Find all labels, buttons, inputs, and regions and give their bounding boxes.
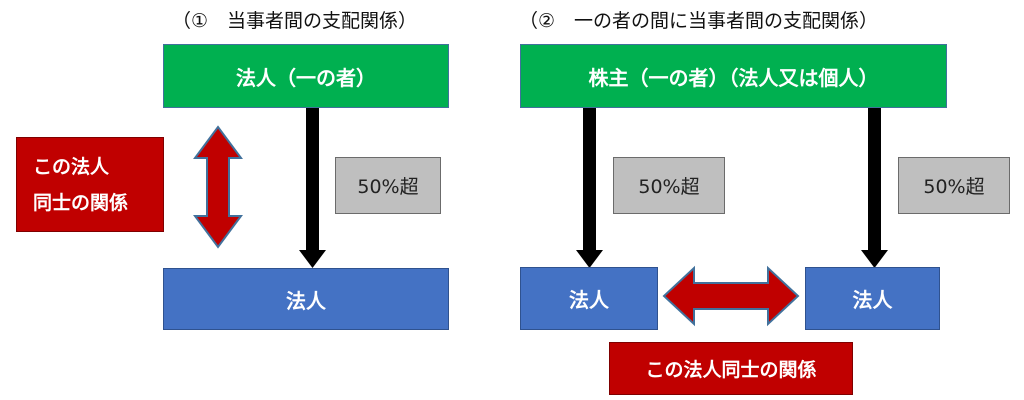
left-relation-line1: この法人 <box>33 155 110 178</box>
right-double-arrow-icon <box>662 265 800 327</box>
right-relation-box: この法人同士の関係 <box>609 342 853 395</box>
left-double-arrow-icon <box>193 125 243 249</box>
left-top-entity-box: 法人（一の者） <box>163 44 449 108</box>
right-bottom-right-entity-box: 法人 <box>805 267 940 330</box>
right-left-percentage-label: 50%超 <box>613 157 725 214</box>
left-relation-line2: 同士の関係 <box>33 191 129 214</box>
right-diagram-title: （② 一の者の間に当事者間の支配関係） <box>519 10 879 32</box>
left-bottom-entity-box: 法人 <box>163 268 449 330</box>
right-left-down-arrow <box>576 108 603 268</box>
right-bottom-left-entity-box: 法人 <box>520 267 658 330</box>
left-percentage-label: 50%超 <box>335 157 441 214</box>
left-down-arrow <box>299 108 326 268</box>
right-right-down-arrow <box>861 108 888 268</box>
right-right-percentage-label: 50%超 <box>898 157 1010 214</box>
left-diagram-title: （① 当事者間の支配関係） <box>172 10 418 32</box>
left-relation-box: この法人 同士の関係 <box>16 137 164 232</box>
right-top-entity-box: 株主（一の者）（法人又は個人） <box>520 44 947 108</box>
